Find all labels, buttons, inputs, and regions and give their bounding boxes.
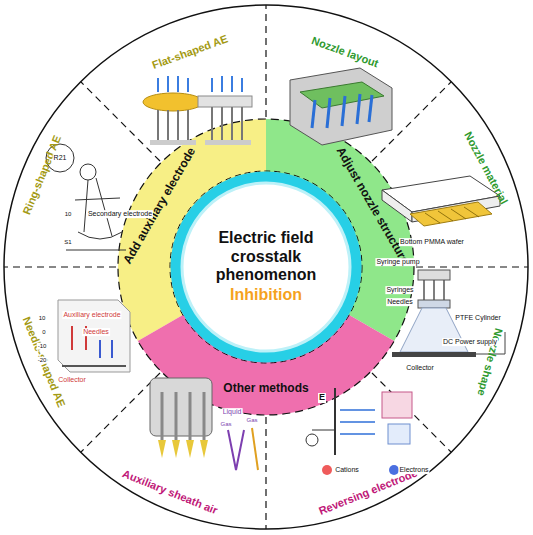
part-label: Gas [245, 417, 258, 424]
part-label: PTFE Cylinder [454, 314, 502, 322]
center-title: Electric field crosstalk phenomenon [196, 229, 336, 284]
part-label: Auxiliary electrode [62, 311, 121, 319]
label-text: Other methods [223, 382, 308, 396]
part-label: Bottom PMMA wafer [399, 238, 465, 246]
ring-band-label: Other methods [220, 381, 311, 397]
part-label: Needles [386, 298, 414, 306]
part-label: Syringe pump [375, 258, 420, 266]
part-label: 10 [64, 211, 73, 218]
part-label: 0 [41, 329, 46, 336]
part-label: Needles [82, 328, 110, 336]
part-label: Syringes [385, 286, 414, 294]
part-label: DC Power supply [442, 338, 498, 346]
part-label: Secondary electrode [87, 210, 153, 218]
part-label: Gas [219, 421, 232, 428]
part-label: Collector [57, 376, 87, 384]
part-label: Liquid [222, 408, 243, 416]
part-label: -20 [37, 357, 48, 364]
part-label: S1 [63, 239, 72, 246]
part-label: 10 [38, 315, 47, 322]
center-subtitle: Inhibition [196, 286, 336, 304]
part-label: Cations [334, 466, 360, 474]
part-label: -10 [37, 343, 48, 350]
part-label: R21 [53, 154, 68, 162]
part-label: Collector [405, 364, 435, 372]
center-circle: Electric field crosstalk phenomenonInhib… [184, 185, 348, 349]
part-label: Electrons [398, 466, 429, 474]
part-label: E [318, 393, 326, 403]
